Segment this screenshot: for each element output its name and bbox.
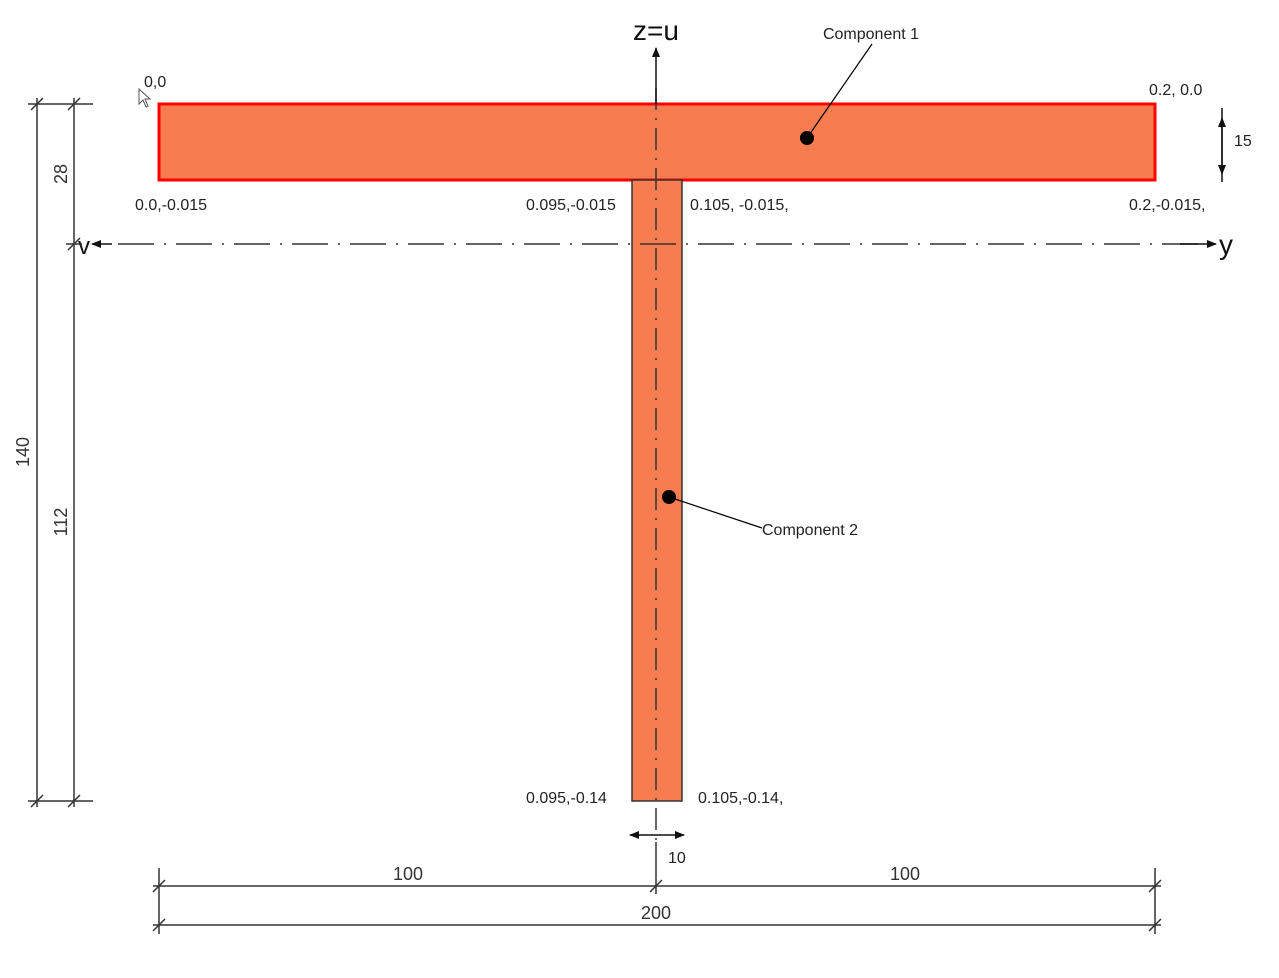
cursor-icon <box>138 87 152 108</box>
component-2-label: Component 2 <box>762 522 858 539</box>
horizontal-axis-label-y: y <box>1219 229 1233 260</box>
right-half-width-label: 100 <box>890 864 920 884</box>
component-2-leader <box>668 496 763 529</box>
coord-web-bottom-right: 0.105,-0.14, <box>698 790 783 807</box>
coord-flange-bottom-left: 0.0,-0.015 <box>135 197 207 214</box>
coord-top-right: 0.2, 0.0 <box>1149 82 1202 99</box>
coord-top-left: 0,0 <box>144 74 166 91</box>
lower-height-label: 112 <box>51 508 71 537</box>
bottom-dimension-lines <box>152 842 1162 934</box>
vertical-axis-label: z=u <box>633 15 679 46</box>
left-dimension-lines <box>28 97 93 808</box>
total-height-label: 140 <box>13 437 33 467</box>
coord-web-top-left: 0.095,-0.015 <box>526 197 616 214</box>
coord-flange-bottom-right: 0.2,-0.015, <box>1129 197 1206 214</box>
web-rectangle <box>631 179 683 802</box>
upper-height-label: 28 <box>51 164 71 184</box>
component-1-label: Component 1 <box>823 26 919 43</box>
left-half-width-label: 100 <box>393 864 423 884</box>
coord-web-bottom-left: 0.095,-0.14 <box>526 790 607 807</box>
web-thickness-label: 10 <box>668 850 686 867</box>
horizontal-axis-label-v: v <box>78 233 90 260</box>
flange-rectangle <box>157 102 1157 182</box>
component-1-leader <box>806 43 873 139</box>
flange-thickness-label: 15 <box>1234 133 1252 150</box>
coord-web-top-right: 0.105, -0.015, <box>690 197 789 214</box>
total-width-label: 200 <box>641 903 671 923</box>
